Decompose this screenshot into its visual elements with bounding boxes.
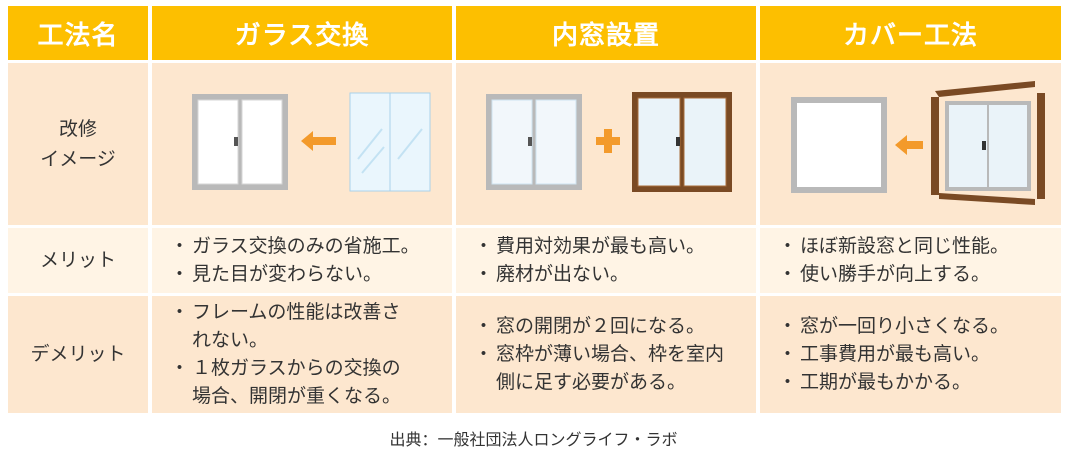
inner-image-cell [456,63,756,225]
inner-demerit-cell: 窓の開閉が２回になる。 窓枠が薄い場合、枠を室内側に足す必要がある。 [456,295,756,413]
cover-demerit-cell: 窓が一回り小さくなる。 工事費用が最も高い。 工期が最もかかる。 [760,295,1061,413]
header-row: 工法名 ガラス交換 内窓設置 カバー工法 [8,6,1061,60]
list-item: １枚ガラスからの交換の場合、開閉が重くなる。 [170,354,416,410]
glass-pane-icon [349,92,431,192]
merit-row-label: メリット [8,227,148,293]
comparison-table: 工法名 ガラス交換 内窓設置 カバー工法 改修 イメージ [4,3,1065,416]
demerit-row-label: デメリット [8,295,148,413]
glass-demerit-cell: フレームの性能は改善されない。 １枚ガラスからの交換の場合、開閉が重くなる。 [152,295,452,413]
window-icon [192,93,288,190]
arrow-left-icon [894,134,923,155]
image-label-line1: 改修 [58,117,97,140]
list-item: 廃材が出ない。 [474,260,756,288]
list-item: 工期が最もかかる。 [778,368,1061,396]
list-item: 工事費用が最も高い。 [778,340,1061,368]
demerit-row: デメリット フレームの性能は改善されない。 １枚ガラスからの交換の場合、開閉が重… [8,295,1061,413]
wooden-window-icon [632,91,732,192]
header-method-name: 工法名 [8,6,148,60]
window-icon [486,93,582,190]
list-item: 使い勝手が向上する。 [778,260,1061,288]
inner-merit-cell: 費用対効果が最も高い。 廃材が出ない。 [456,227,756,293]
header-cover-method: カバー工法 [760,6,1061,60]
list-item: フレームの性能は改善されない。 [170,298,416,354]
header-glass-replacement: ガラス交換 [152,6,452,60]
cover-image-cell [760,63,1061,225]
list-item: 見た目が変わらない。 [170,260,452,288]
cover-merit-cell: ほぼ新設窓と同じ性能。 使い勝手が向上する。 [760,227,1061,293]
list-item: 窓の開閉が２回になる。 [474,312,736,340]
image-row-label: 改修 イメージ [8,63,148,225]
list-item: 費用対効果が最も高い。 [474,232,756,260]
source-caption: 出典：一般社団法人ロングライフ・ラボ [389,430,678,449]
glass-image-cell [152,63,452,225]
glass-replacement-illustration [192,92,431,192]
cover-window-icon [930,80,1045,205]
image-row: 改修 イメージ [8,63,1061,225]
list-item: ほぼ新設窓と同じ性能。 [778,232,1061,260]
old-frame-icon [790,96,887,193]
inner-window-illustration [486,91,732,192]
merit-row: メリット ガラス交換のみの省施工。 見た目が変わらない。 費用対効果が最も高い。… [8,227,1061,293]
header-inner-window: 内窓設置 [456,6,756,60]
cover-method-illustration [790,80,1045,205]
arrow-left-icon [301,130,336,151]
image-label-line2: イメージ [40,147,116,170]
list-item: ガラス交換のみの省施工。 [170,232,452,260]
glass-merit-cell: ガラス交換のみの省施工。 見た目が変わらない。 [152,227,452,293]
plus-icon [596,128,620,153]
list-item: 窓枠が薄い場合、枠を室内側に足す必要がある。 [474,340,736,396]
list-item: 窓が一回り小さくなる。 [778,312,1061,340]
